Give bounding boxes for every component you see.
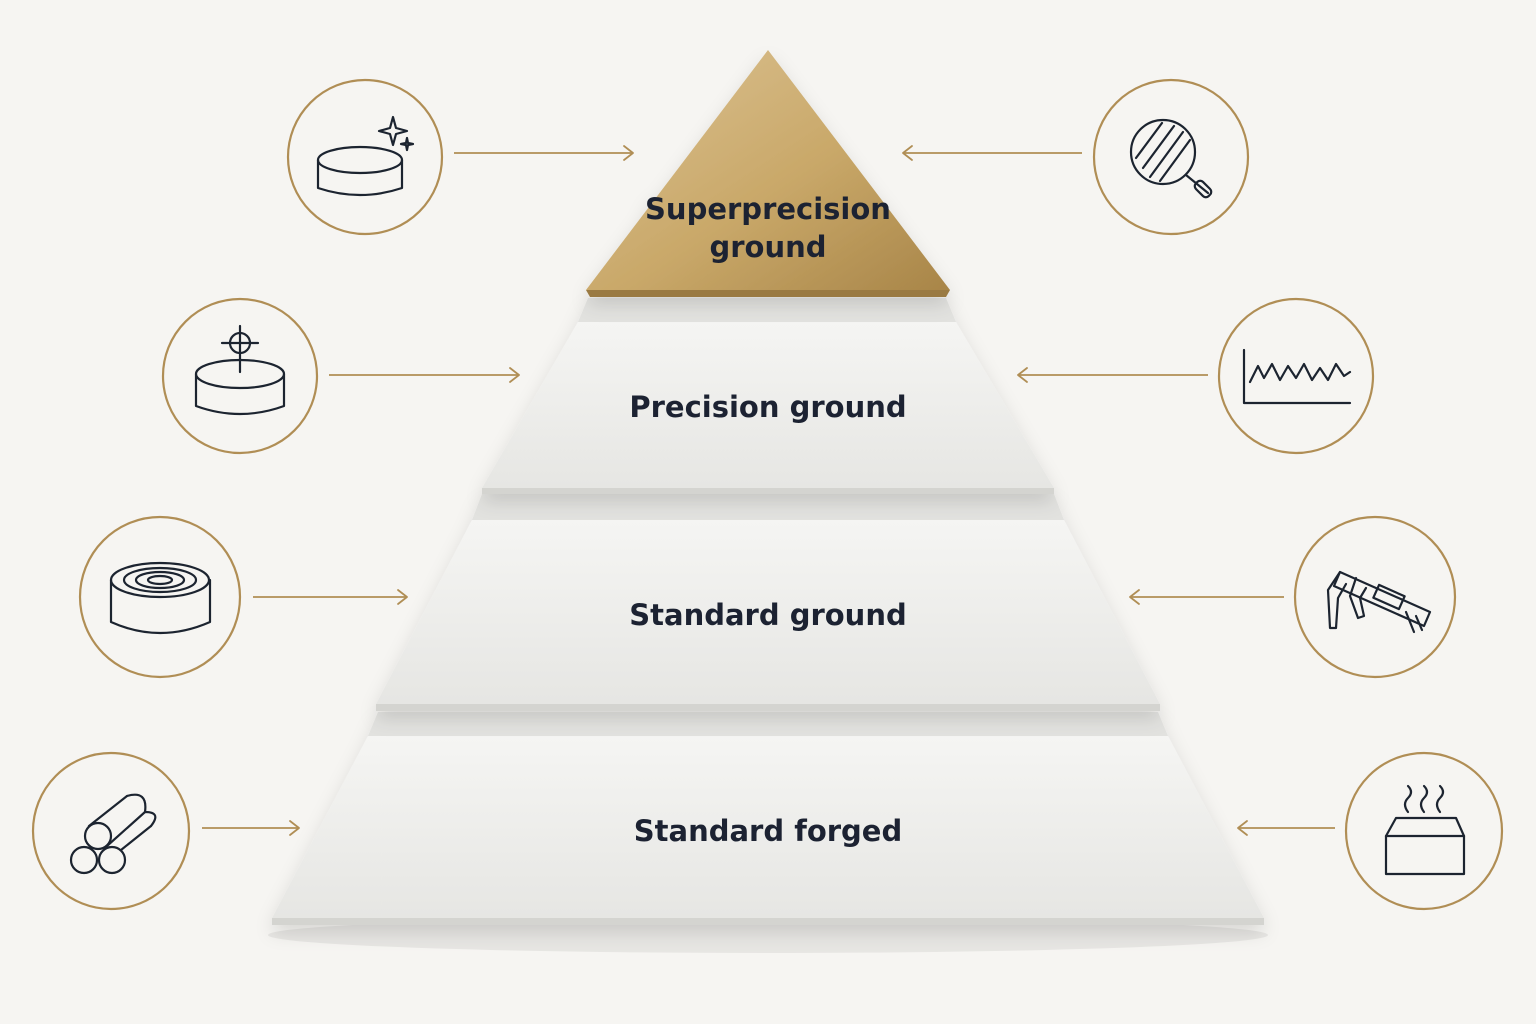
tier-label-line-1: Superprecision bbox=[645, 192, 891, 226]
magnifier-striations-icon bbox=[1092, 78, 1250, 236]
stacked-bars-icon bbox=[31, 751, 191, 911]
tier-top-face bbox=[472, 494, 1064, 520]
tier-precision-ground: Precision ground bbox=[482, 298, 1054, 494]
connector-arrow bbox=[454, 145, 634, 161]
tier-label: Standard ground bbox=[629, 598, 906, 632]
tier-base-edge bbox=[482, 488, 1054, 494]
connector-arrow bbox=[902, 145, 1082, 161]
tier-standard-ground: Standard ground bbox=[376, 494, 1160, 711]
tier-label: Standard forged bbox=[634, 814, 902, 848]
tier-front-face bbox=[586, 50, 950, 290]
tier-front-face bbox=[272, 736, 1264, 918]
tier-label-line-2: ground bbox=[709, 230, 826, 264]
heated-block-icon bbox=[1344, 751, 1504, 911]
tier-label: Precision ground bbox=[629, 390, 906, 424]
tier-top-face bbox=[578, 298, 956, 322]
roughness-profile-icon bbox=[1217, 297, 1375, 455]
connector-arrow bbox=[1129, 589, 1284, 605]
tier-front-face bbox=[376, 520, 1160, 704]
tier-standard-forged: Standard forged bbox=[272, 712, 1264, 925]
tier-top-face bbox=[368, 712, 1168, 736]
tier-base-edge bbox=[376, 704, 1160, 711]
concentric-disc-icon bbox=[78, 515, 242, 679]
sparkle-disc-icon bbox=[286, 78, 444, 236]
tier-base-edge bbox=[586, 290, 950, 297]
connector-arrow bbox=[329, 367, 520, 383]
connector-arrow bbox=[1237, 820, 1335, 836]
tier-superprecision-ground: Superprecision ground bbox=[586, 50, 950, 297]
connector-arrow bbox=[253, 589, 408, 605]
tier-front-face bbox=[482, 322, 1054, 488]
caliper-icon bbox=[1293, 515, 1457, 679]
target-disc-icon bbox=[161, 297, 319, 455]
connector-arrow bbox=[1017, 367, 1208, 383]
tier-base-edge bbox=[272, 918, 1264, 925]
connector-arrow bbox=[202, 820, 300, 836]
ground-shadow bbox=[268, 917, 1268, 953]
